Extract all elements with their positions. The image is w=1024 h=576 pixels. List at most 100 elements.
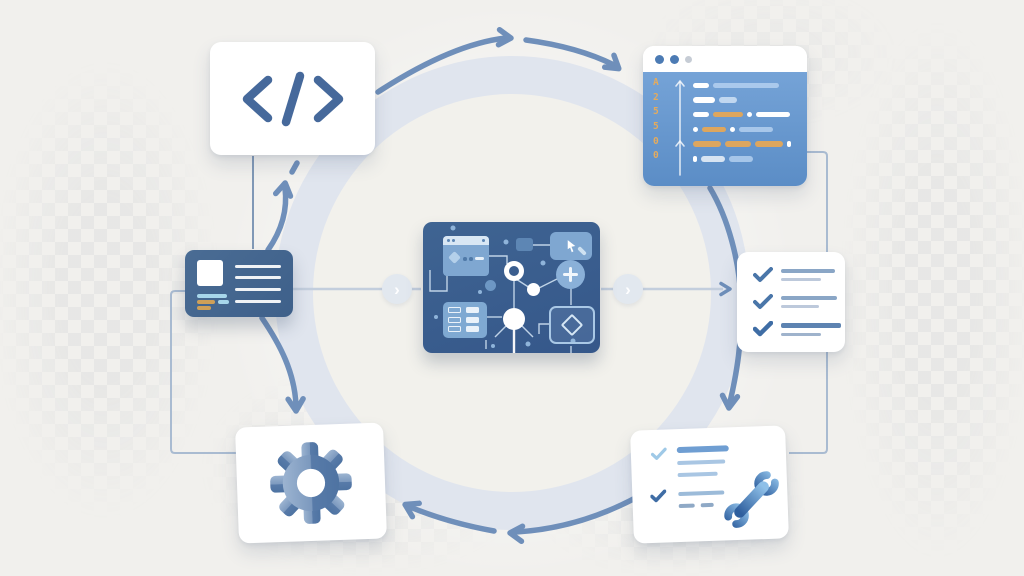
code-token [701,156,725,162]
table-cell [448,316,461,323]
cursor-node-icon [550,232,592,260]
window-dot-icon [670,54,679,64]
decision-node-icon [549,306,595,344]
line-number: 0 [653,135,659,147]
text-line [781,296,837,300]
code-token [713,111,743,118]
task-wrench-card [630,425,789,544]
table-cell [466,326,479,332]
text-line [700,502,714,508]
document-card [185,250,293,317]
checklist-card [737,252,845,352]
checklist-item [753,294,845,310]
check-icon [650,447,667,460]
code-token [725,141,751,147]
line-number: 2 [653,91,659,103]
code-token [693,126,698,133]
arrowhead-into-gear [402,500,422,520]
table-cell [448,307,461,313]
text-line [781,277,821,281]
curve-document-to-gear [259,315,299,407]
code-token [730,126,735,133]
doc-mini-bar [197,300,215,304]
code-line [693,78,791,93]
checklist-item-lines [781,267,835,281]
mini-window-titlebar [443,236,489,245]
text-line [781,323,841,328]
line-number: 0 [653,150,659,162]
arc-bottom-left [407,504,497,534]
doc-text-line [235,288,281,291]
table-cell [466,307,479,313]
code-token [787,141,791,147]
code-line [693,151,791,166]
checklist-item [753,321,845,337]
checklist-item-lines [781,321,841,336]
workflow-pipeline-card [423,222,600,353]
chevron-right-icon: › [394,279,400,299]
doc-mini-bar [197,306,211,310]
arrowhead-top-center [495,27,514,48]
chevron-right-icon: › [625,279,631,299]
small-node-icon [527,283,540,296]
window-dot-icon [452,239,455,242]
arrowhead-into-wrench [719,392,741,411]
table-cell [466,316,479,323]
text-line [677,459,726,466]
browser-titlebar [643,46,807,72]
window-dot-icon [482,239,485,242]
text-line [678,503,695,509]
document-thumbnail-icon [197,260,223,286]
arrowhead-document-to-gear [285,395,306,414]
text-line [677,471,718,478]
code-token [693,156,697,162]
code-token [693,82,709,89]
check-icon [753,294,773,309]
flowchart-connections [429,225,576,353]
text-line [781,304,819,308]
wrench-icon [724,471,779,528]
line-number: 5 [653,121,659,133]
check-icon [753,321,773,337]
code-token [719,97,737,103]
code-icon [242,71,343,126]
table-icon [443,302,487,338]
code-token [702,126,726,133]
window-dot-icon [447,239,450,242]
code-token [693,111,709,118]
code-line [693,122,791,137]
code-line [693,93,791,108]
gear-icon [270,442,352,524]
code-token [693,141,721,147]
flow-badge-left: › [382,274,412,304]
code-editor-card [210,42,375,155]
line-number: A [653,77,659,88]
line-number: 5 [653,106,659,118]
doc-mini-bar [197,294,227,298]
line-number-gutter: A 2 5 5 0 0 [653,77,659,165]
dot-icon [469,257,473,261]
process-node-icon [516,238,533,251]
check-icon [650,489,667,503]
arrowhead-bottom-center [507,523,526,544]
connector-document-loop-to-gear [170,290,236,454]
window-dot-icon [685,55,692,63]
arc-left-up [265,185,289,253]
mini-window-icon [443,236,489,276]
text-line [678,490,725,497]
text-line [781,269,835,273]
code-line [693,107,791,122]
timeline-axis-icon [675,79,685,176]
code-line [693,137,791,152]
table-cell [448,326,461,332]
arrowhead-into-checklist [719,281,732,297]
code-token [693,97,715,103]
flow-badge-right: › [613,274,643,304]
plus-node-icon [556,260,585,289]
small-node-icon [485,280,496,291]
diamond-icon [560,313,584,337]
arc-top-left [375,35,509,95]
checklist-item [753,267,845,283]
window-dot-icon [655,54,664,64]
